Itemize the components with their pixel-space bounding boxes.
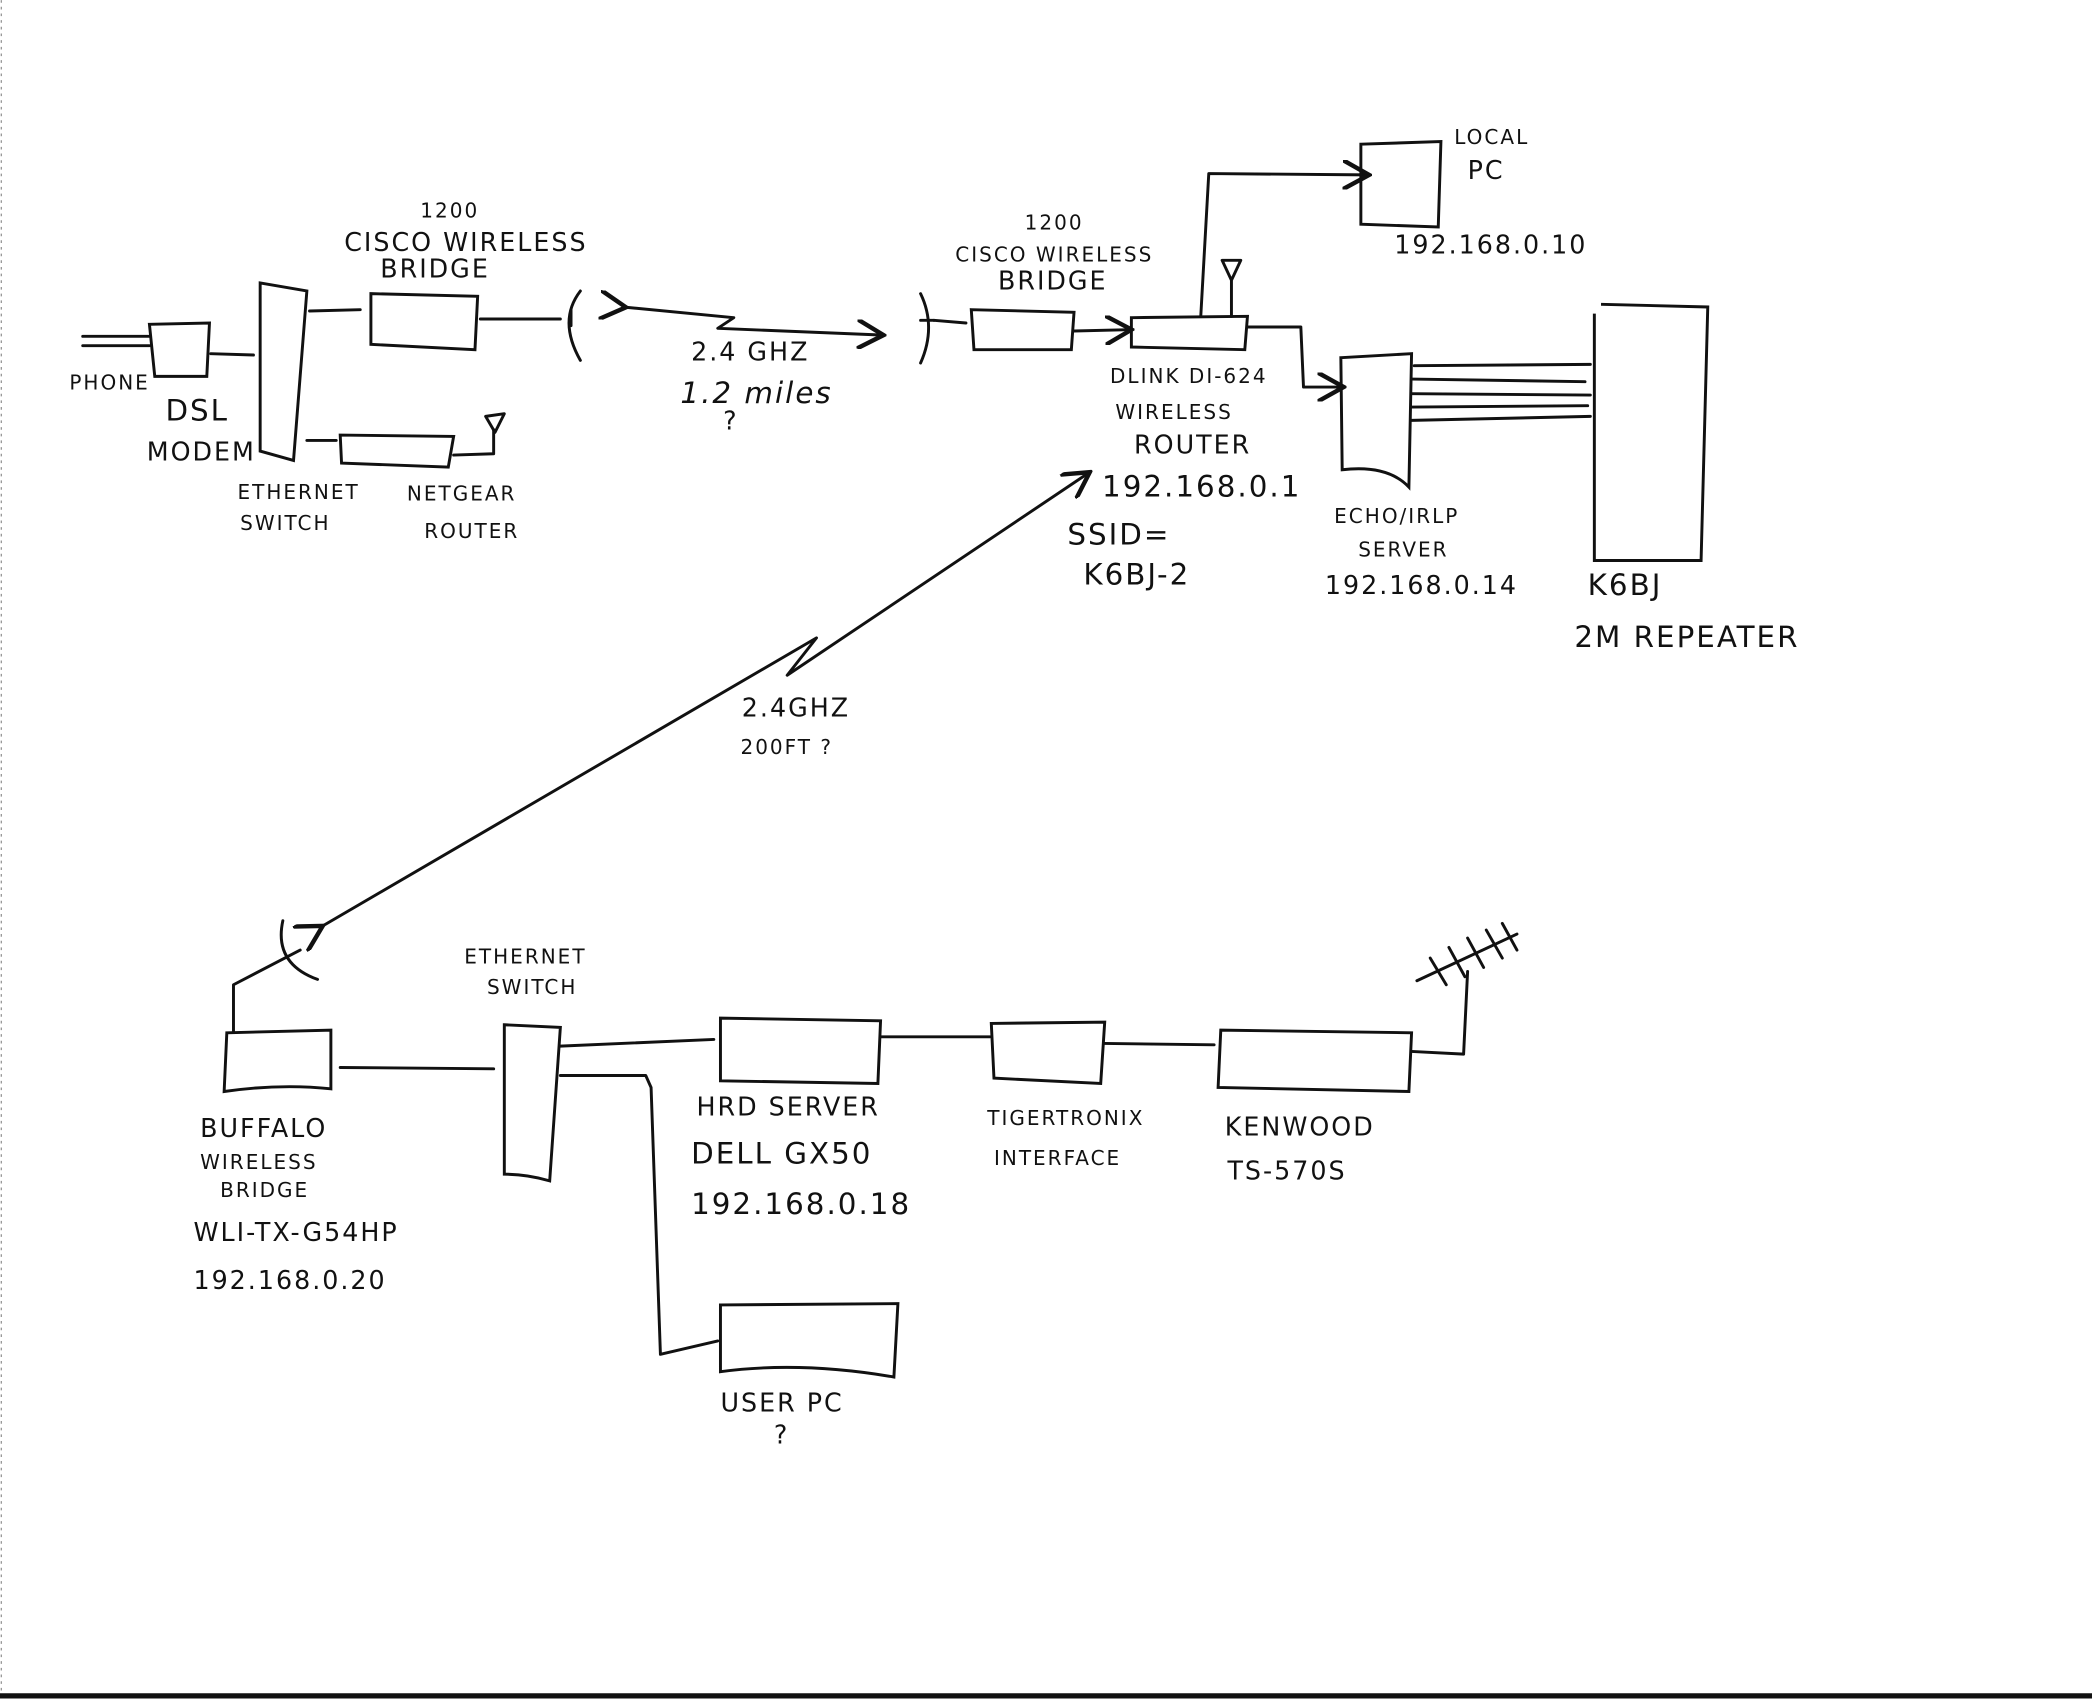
buffalo-bridge-label: BUFFALO [200, 1113, 327, 1143]
modem-switch-cable [209, 352, 255, 357]
radio-antenna-cable [1410, 969, 1470, 1056]
site-b: 1200 CISCO WIRELESS BRIDGE LOCAL PC 192.… [919, 125, 1799, 654]
ethernet-switch-box [502, 1023, 562, 1183]
user-pc-label: USER PC [720, 1388, 843, 1418]
hrd-server-box [718, 1016, 883, 1085]
echo-server-ip: 192.168.0.14 [1325, 570, 1518, 600]
hrd-server-label: HRD SERVER [696, 1092, 879, 1122]
ethernet-switch-label: SWITCH [240, 511, 330, 535]
repeater-box [1592, 302, 1710, 562]
user-pc-question: ? [774, 1420, 789, 1450]
kenwood-radio-model: TS-570S [1226, 1156, 1346, 1186]
yagi-antenna-icon [1415, 921, 1519, 987]
site-a: PHONE DSL MODEM ETHERNET SWITCH 1200 CIS… [69, 199, 587, 543]
buffalo-bridge-ip: 192.168.0.20 [193, 1265, 386, 1295]
phone-line [81, 334, 151, 348]
link-2-frequency: 2.4GHZ [742, 693, 850, 723]
ethernet-switch-label: SWITCH [487, 975, 577, 999]
local-pc-ip: 192.168.0.10 [1394, 230, 1587, 260]
netgear-router-label: ROUTER [424, 519, 519, 543]
cisco-bridge-label: 1200 [1025, 211, 1084, 235]
cisco-bridge-box [969, 308, 1076, 352]
link-1-frequency: 2.4 GHZ [691, 336, 809, 366]
bridge-router-cable [1072, 330, 1129, 331]
echo-server-label: ECHO/IRLP [1334, 504, 1459, 528]
cisco-bridge-label: BRIDGE [380, 254, 490, 284]
buffalo-bridge-label: WIRELESS [200, 1150, 317, 1174]
switch-hrd-cable [558, 1037, 716, 1048]
wireless-link-2-arrow [320, 474, 1087, 928]
dlink-ssid-label: SSID= [1067, 517, 1170, 551]
kenwood-radio-box [1216, 1028, 1414, 1093]
dish-antenna-icon [232, 919, 320, 1033]
user-pc-box [718, 1302, 900, 1379]
dlink-router-label: ROUTER [1134, 430, 1251, 460]
switch-bridge-cable [308, 308, 362, 313]
dlink-ssid-value: K6BJ-2 [1083, 557, 1190, 591]
netgear-router-label: NETGEAR [407, 481, 517, 505]
link-2-distance: 200FT ? [740, 735, 833, 759]
buffalo-bridge-model: WLI-TX-G54HP [193, 1217, 398, 1247]
dlink-router-label: WIRELESS [1115, 400, 1232, 424]
cisco-bridge-label: CISCO WIRELESS [344, 227, 587, 257]
local-pc-label: PC [1468, 155, 1505, 185]
netgear-router-box [338, 433, 456, 469]
switch-userpc-cable [558, 1074, 720, 1356]
site-c: BUFFALO WIRELESS BRIDGE WLI-TX-G54HP 192… [193, 919, 1519, 1450]
dish-antenna-icon [567, 289, 582, 362]
local-pc-label: LOCAL [1454, 125, 1529, 149]
netgear-antenna-cable [452, 428, 496, 457]
dlink-router-box [1129, 314, 1250, 352]
cisco-bridge-label: CISCO WIRELESS [955, 243, 1153, 267]
dsl-modem-label: DSL [165, 393, 229, 427]
buffalo-bridge-label: BRIDGE [220, 1178, 309, 1202]
cisco-bridge-label: 1200 [420, 199, 479, 223]
hrd-server-ip: 192.168.0.18 [691, 1187, 911, 1221]
buffalo-switch-cable [338, 1066, 496, 1071]
kenwood-radio-label: KENWOOD [1225, 1112, 1375, 1142]
hrd-server-model: DELL GX50 [691, 1137, 872, 1171]
cisco-bridge-box [369, 292, 480, 352]
interface-box [989, 1020, 1107, 1086]
interface-radio-cable [1103, 1041, 1216, 1047]
router-echo-cable [1245, 325, 1340, 387]
dish-bridge-cable [932, 318, 968, 325]
antenna-icon [1220, 258, 1243, 318]
echo-repeater-cables [1410, 362, 1592, 422]
dsl-modem-box [147, 321, 212, 378]
repeater-label: 2M REPEATER [1574, 620, 1799, 654]
link-1-question: ? [723, 406, 738, 436]
cisco-bridge-label: BRIDGE [998, 266, 1108, 296]
link-1-distance: 1.2 miles [680, 376, 832, 410]
echo-server-label: SERVER [1358, 537, 1448, 561]
dish-antenna-icon [919, 292, 936, 365]
interface-label: INTERFACE [994, 1146, 1121, 1170]
local-pc-box [1359, 140, 1443, 229]
interface-label: TIGERTRONIX [986, 1106, 1144, 1130]
wireless-link-1-arrow [623, 307, 880, 335]
ethernet-switch-label: ETHERNET [464, 944, 586, 968]
echo-server-box [1339, 352, 1414, 491]
dlink-router-ip: 192.168.0.1 [1102, 469, 1301, 503]
router-localpc-cable [1199, 174, 1366, 318]
repeater-callsign: K6BJ [1588, 568, 1663, 602]
ethernet-switch-box [258, 281, 309, 463]
ethernet-switch-label: ETHERNET [237, 480, 359, 504]
phone-label: PHONE [69, 371, 149, 395]
dsl-modem-label: MODEM [147, 436, 256, 466]
dlink-router-label: DLINK DI-624 [1110, 364, 1268, 388]
buffalo-bridge-box [222, 1028, 333, 1094]
antenna-icon [484, 412, 506, 434]
